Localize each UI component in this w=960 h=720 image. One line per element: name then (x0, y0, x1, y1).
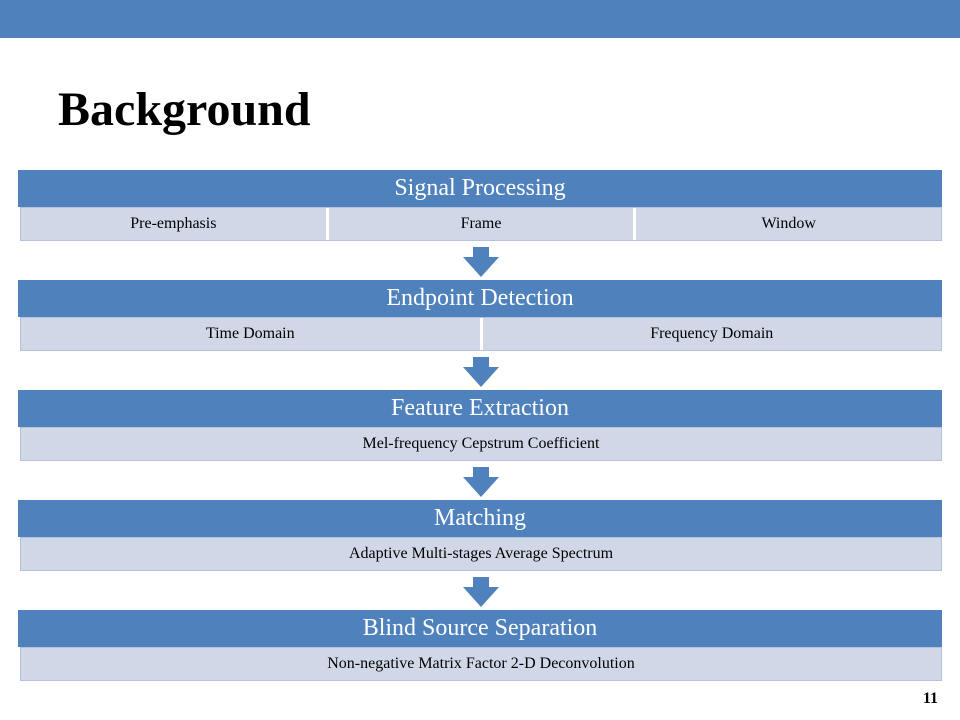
stage-signal-processing: Signal Processing Pre-emphasis Frame Win… (18, 170, 942, 241)
down-arrow-icon (463, 467, 499, 497)
slide-title: Background (58, 83, 311, 136)
stage-title: Feature Extraction (18, 390, 942, 427)
down-arrow-icon (463, 357, 499, 387)
stage-blind-source-separation: Blind Source Separation Non-negative Mat… (18, 610, 942, 681)
stage-item: Window (761, 215, 816, 232)
stage-item: Non-negative Matrix Factor 2-D Deconvolu… (327, 655, 635, 672)
stage-title: Blind Source Separation (18, 610, 942, 647)
stage-feature-extraction: Feature Extraction Mel-frequency Cepstru… (18, 390, 942, 461)
stage-item: Mel-frequency Cepstrum Coefficient (362, 435, 600, 452)
stage-item: Frame (329, 208, 637, 240)
stage-items: Mel-frequency Cepstrum Coefficient (20, 427, 942, 461)
stage-title: Matching (18, 500, 942, 537)
stage-items: Adaptive Multi-stages Average Spectrum (20, 537, 942, 571)
stage-title: Endpoint Detection (18, 280, 942, 317)
stage-item: Frequency Domain (650, 325, 774, 342)
stage-item: Time Domain (21, 318, 483, 350)
stage-items: Non-negative Matrix Factor 2-D Deconvolu… (20, 647, 942, 681)
stage-item: Pre-emphasis (21, 208, 329, 240)
stage-matching: Matching Adaptive Multi-stages Average S… (18, 500, 942, 571)
stage-endpoint-detection: Endpoint Detection Time Domain Frequency… (18, 280, 942, 351)
stage-title: Signal Processing (18, 170, 942, 207)
page-number: 11 (922, 690, 938, 707)
down-arrow-icon (463, 247, 499, 277)
stage-items: Pre-emphasis Frame Window (20, 207, 942, 241)
stage-items: Time Domain Frequency Domain (20, 317, 942, 351)
top-accent-bar (0, 0, 960, 38)
stage-item: Adaptive Multi-stages Average Spectrum (348, 545, 614, 562)
down-arrow-icon (463, 577, 499, 607)
